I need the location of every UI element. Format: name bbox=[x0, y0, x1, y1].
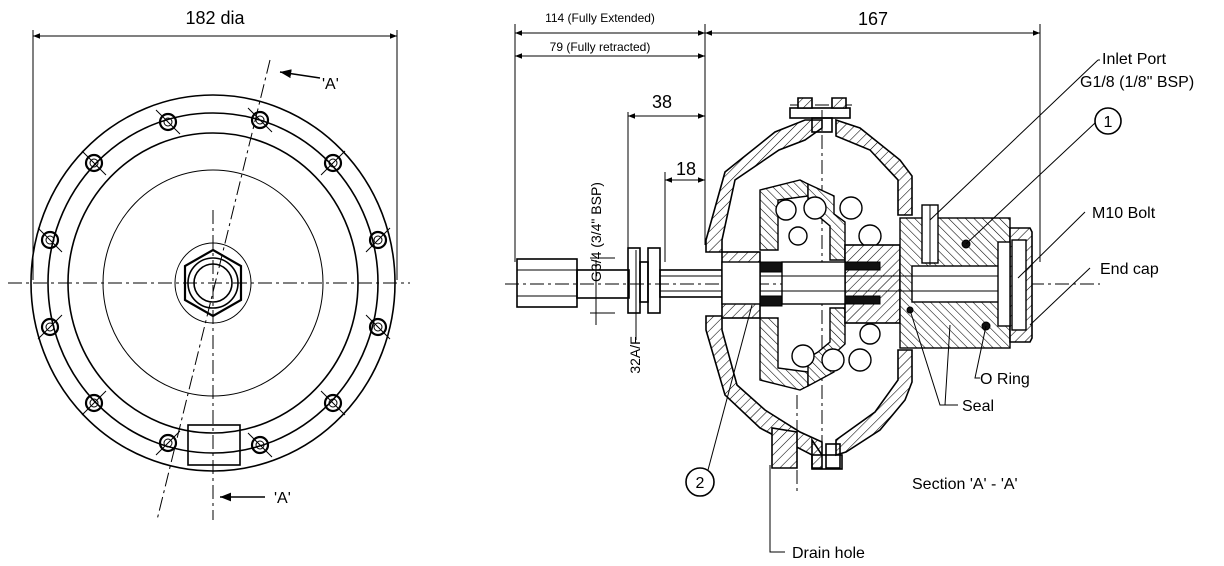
o-ring-label: O Ring bbox=[980, 371, 1030, 388]
m10-bolt-label: M10 Bolt bbox=[1092, 205, 1156, 222]
drain-hole-label: Drain hole bbox=[792, 545, 865, 562]
extended-dimension: 114 (Fully Extended) bbox=[545, 11, 655, 25]
dimension-38: 38 bbox=[652, 92, 672, 112]
seal-label: Seal bbox=[962, 398, 994, 415]
callout-2: 2 bbox=[696, 475, 705, 492]
dimension-167: 167 bbox=[858, 9, 888, 29]
end-cap-label: End cap bbox=[1100, 261, 1159, 278]
retracted-dimension: 79 (Fully retracted) bbox=[550, 40, 651, 54]
inlet-port-label: Inlet Port bbox=[1102, 51, 1167, 68]
diameter-label: 182 dia bbox=[185, 8, 245, 28]
thread-label: G3/4 (3/4" BSP) bbox=[588, 182, 604, 282]
bolt-holes bbox=[37, 107, 391, 458]
section-marker-bottom: 'A' bbox=[274, 490, 291, 507]
dimension-18: 18 bbox=[676, 159, 696, 179]
section-marker-top: 'A' bbox=[322, 76, 339, 93]
front-view: 182 dia bbox=[8, 8, 410, 521]
callout-1: 1 bbox=[1104, 114, 1113, 131]
section-view: 114 (Fully Extended) 79 (Fully retracted… bbox=[505, 9, 1194, 562]
section-title: Section 'A' - 'A' bbox=[912, 476, 1018, 493]
across-flats-label: 32A/F bbox=[627, 336, 643, 373]
inlet-thread-label: G1/8 (1/8" BSP) bbox=[1080, 74, 1194, 91]
